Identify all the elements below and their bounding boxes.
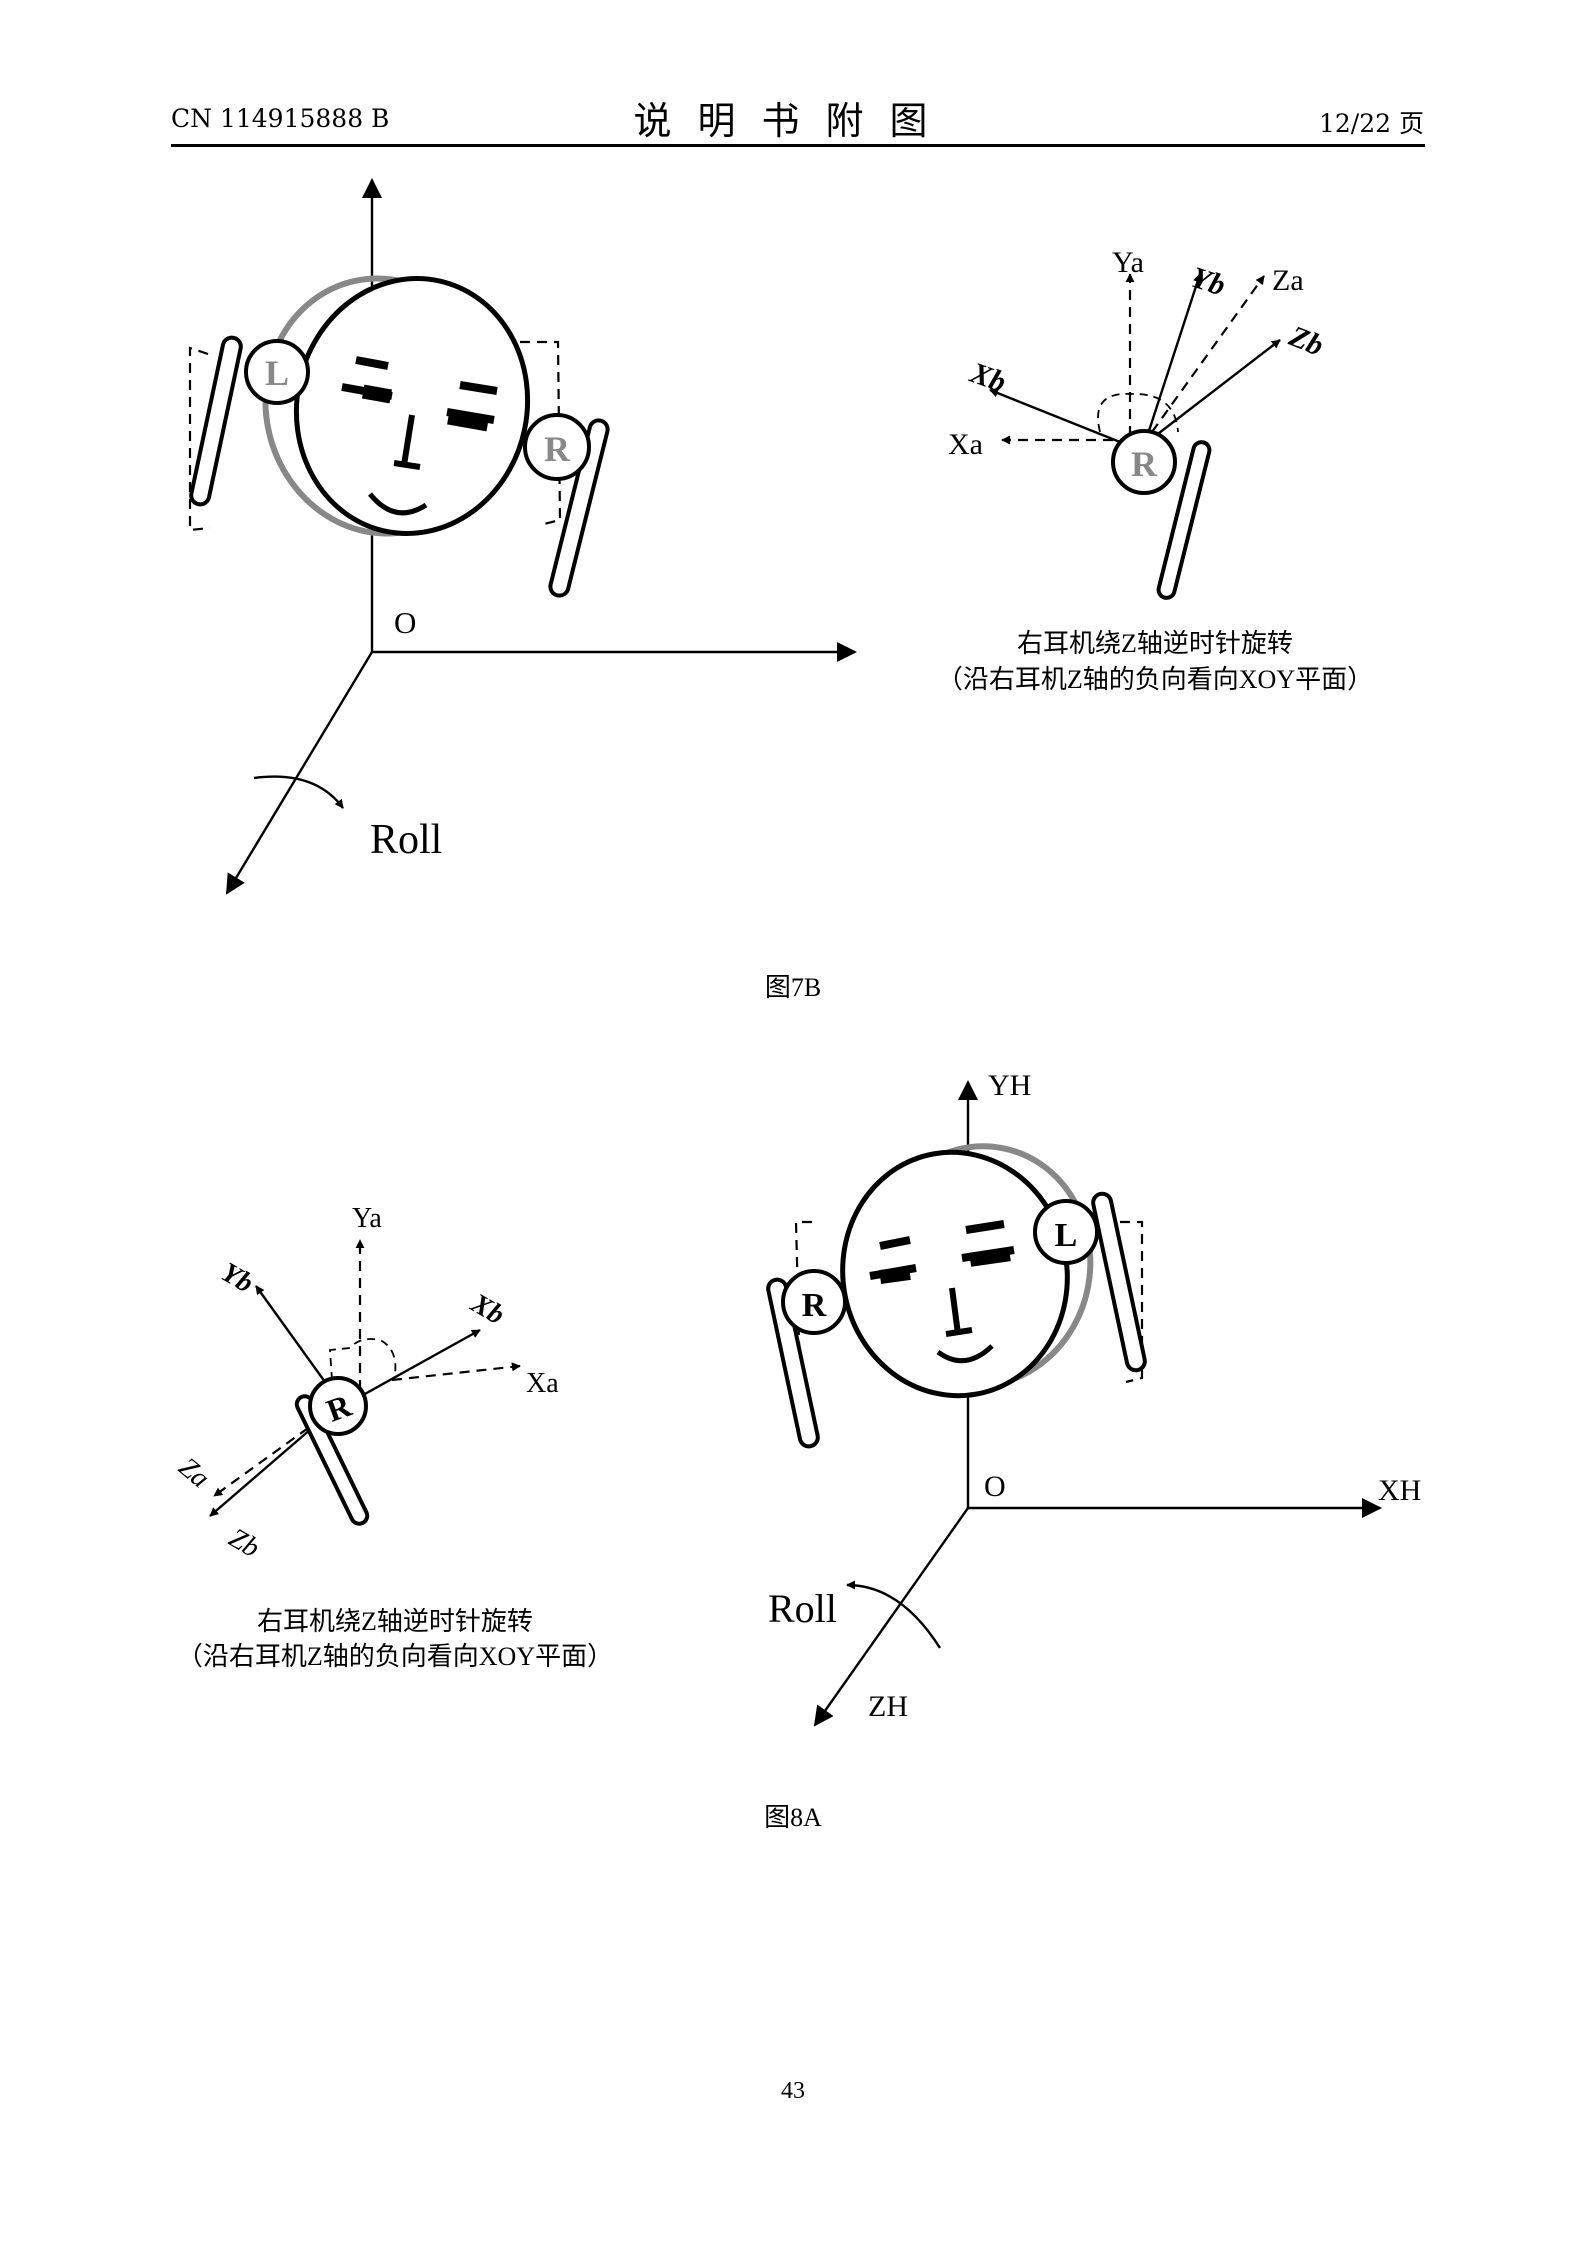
fig8a-roll-arrow bbox=[846, 1580, 942, 1649]
fig8a-ya-label: Ya bbox=[352, 1203, 382, 1234]
fig8a-roll-label: Roll bbox=[768, 1586, 837, 1631]
fig7b-left-earphone-letter: L bbox=[265, 353, 289, 393]
fig7b-xa-label: Xa bbox=[948, 428, 983, 461]
fig8a-head bbox=[840, 1149, 1070, 1399]
fig8a-zh-axis bbox=[813, 1507, 969, 1727]
fig8a-zh-label: ZH bbox=[868, 1690, 908, 1723]
fig8a-right-earphone-prev bbox=[794, 1220, 812, 1382]
fig8a-zb-axis bbox=[209, 1415, 327, 1517]
fig8a-xa-label: Xa bbox=[526, 1368, 559, 1399]
fig8a-inset-earphone bbox=[308, 1376, 368, 1436]
fig8a-head-diagram: YH XH ZH O Roll L R bbox=[766, 1069, 1421, 1727]
fig7b-inset-earphone-stem bbox=[1156, 440, 1212, 600]
fig8a-xh-label: XH bbox=[1378, 1474, 1421, 1507]
fig8a-left-earphone-letter: L bbox=[1055, 1217, 1078, 1254]
fig7b-left-earphone bbox=[244, 339, 310, 405]
page-counter: 12/22 页 bbox=[1319, 109, 1424, 138]
fig7b-note-line1: 右耳机绕Z轴逆时针旋转 bbox=[1017, 629, 1293, 658]
fig8a-xa-axis bbox=[391, 1362, 521, 1382]
fig7b-head-diagram: O Roll L R bbox=[188, 178, 857, 895]
fig7b-left-earphone-stem bbox=[189, 335, 243, 507]
fig8a-zb-label: Zb bbox=[224, 1522, 265, 1564]
fig7b-z-axis bbox=[225, 651, 374, 895]
fig7b-xb-label: Xb bbox=[965, 356, 1010, 399]
fig8a-yb-label: Yb bbox=[216, 1257, 258, 1299]
fig8a-inset-prev-outline bbox=[329, 1338, 397, 1381]
page-title: 说明书附图 bbox=[633, 99, 954, 143]
fig8a-inset-earphone-stem bbox=[294, 1394, 370, 1526]
fig7b-right-earphone bbox=[523, 413, 591, 481]
fig8a-left-earphone-stem bbox=[1091, 1191, 1147, 1373]
fig8a-za-axis bbox=[213, 1417, 323, 1497]
fig7b-roll-label: Roll bbox=[370, 817, 442, 863]
fig7b-zb-axis bbox=[1149, 339, 1281, 441]
fig8a-caption: 图8A bbox=[764, 1803, 822, 1832]
fig7b-roll-arrow bbox=[253, 775, 344, 809]
fig8a-right-earphone bbox=[781, 1269, 847, 1335]
page-number: 43 bbox=[781, 2078, 805, 2104]
fig8a-xb-axis bbox=[353, 1328, 481, 1402]
fig8a-left-earphone bbox=[1033, 1199, 1099, 1265]
fig8a-right-earphone-stem bbox=[766, 1277, 820, 1449]
document-number: CN 114915888 B bbox=[171, 104, 390, 133]
fig7b-xb-axis bbox=[989, 388, 1141, 452]
fig7b-inset-diagram: R Ya Yb Za Zb Xb Xa 右耳机绕Z轴逆时针旋转 （沿右耳机Z轴的… bbox=[937, 246, 1373, 694]
fig7b-za-label: Za bbox=[1272, 264, 1304, 297]
fig8a-inset-diagram: R Ya Yb Xb Xa Za Zb 右耳机绕Z轴逆时针旋转 （沿右耳机Z轴的… bbox=[173, 1203, 614, 1671]
fig8a-xb-label: Xb bbox=[465, 1287, 510, 1331]
fig7b-left-earphone-prev bbox=[188, 346, 211, 532]
fig7b-yb-axis bbox=[1144, 273, 1202, 441]
fig8a-origin-label: O bbox=[984, 1470, 1006, 1503]
fig7b-right-earphone-letter: R bbox=[544, 429, 571, 469]
fig8a-za-label: Za bbox=[173, 1452, 216, 1495]
fig7b-inset-prev-outline bbox=[1097, 393, 1179, 433]
fig8a-yh-label: YH bbox=[988, 1069, 1031, 1102]
fig7b-inset-earphone bbox=[1111, 429, 1177, 495]
fig7b-origin-label: O bbox=[394, 605, 416, 640]
fig7b-right-earphone-stem bbox=[548, 418, 610, 598]
fig7b-zb-label: Zb bbox=[1284, 319, 1328, 362]
header-rule bbox=[171, 144, 1425, 147]
fig7b-inset-earphone-letter: R bbox=[1131, 444, 1158, 484]
fig7b-ya-label: Ya bbox=[1112, 246, 1144, 279]
fig7b-note-line2: （沿右耳机Z轴的负向看向XOY平面） bbox=[937, 665, 1373, 694]
fig7b-caption: 图7B bbox=[765, 973, 821, 1002]
fig7b-za-axis bbox=[1151, 275, 1265, 433]
fig8a-note-line2: （沿右耳机Z轴的负向看向XOY平面） bbox=[177, 1642, 613, 1671]
fig8a-right-earphone-letter: R bbox=[802, 1287, 827, 1324]
fig8a-note-line1: 右耳机绕Z轴逆时针旋转 bbox=[257, 1607, 533, 1636]
